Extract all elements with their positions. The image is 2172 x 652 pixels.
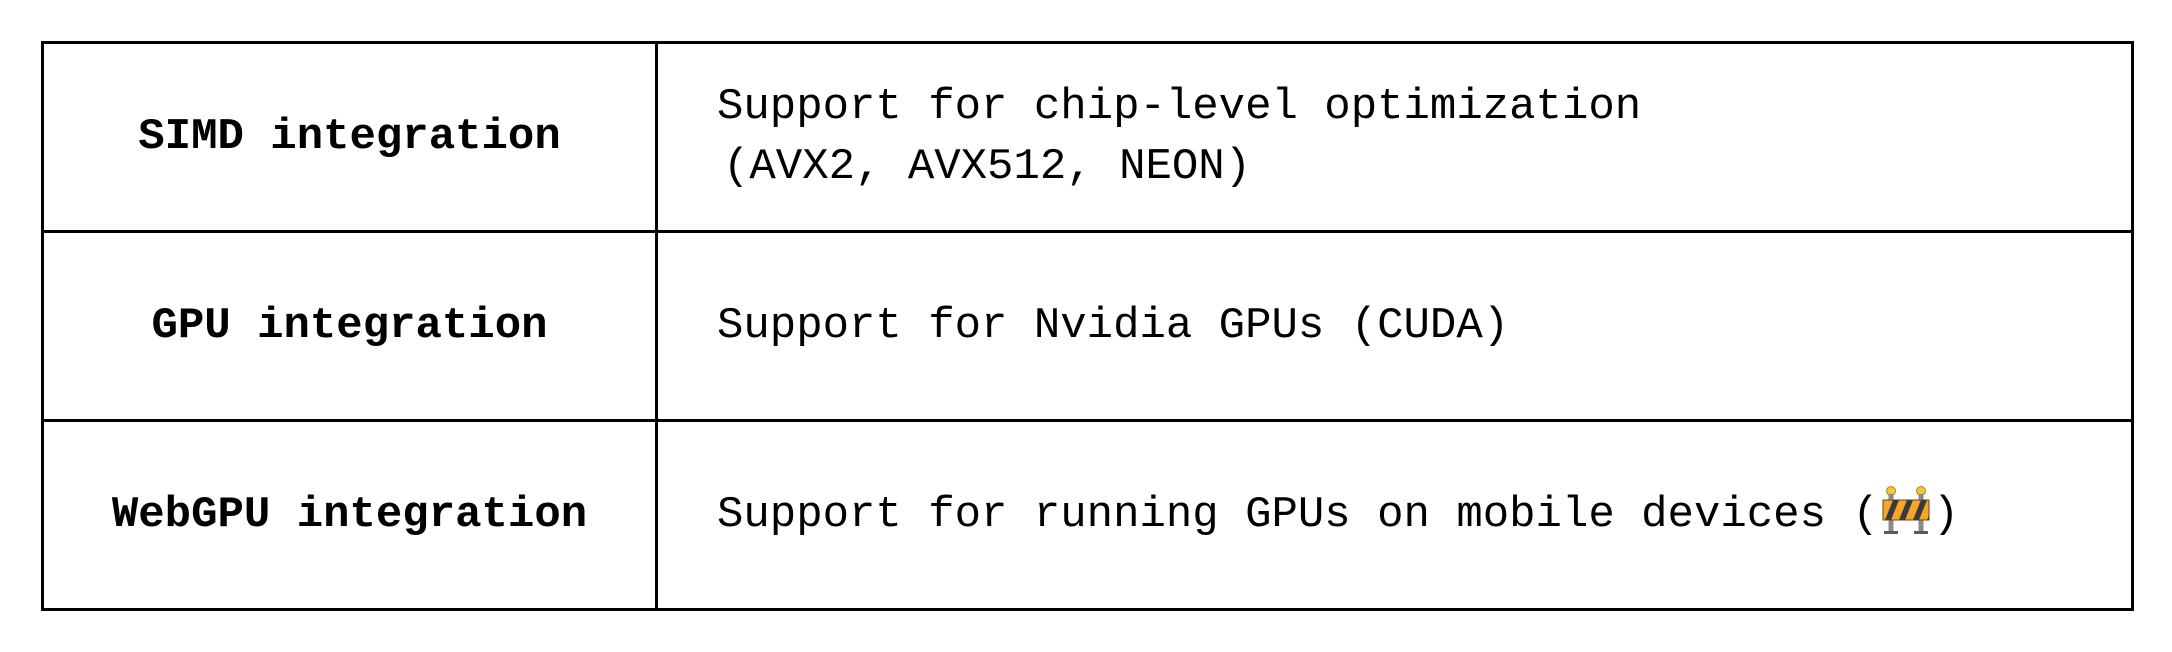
construction-barrier-icon [1881,485,1931,535]
feature-description-simd: Support for chip-level optimization (AVX2… [655,41,2134,233]
feature-description-gpu: Support for Nvidia GPUs (CUDA) [655,230,2134,422]
feature-name-webgpu: WebGPU integration [41,419,658,611]
feature-name-gpu: GPU integration [41,230,658,422]
feature-description-webgpu: Support for running GPUs on mobile devic… [655,419,2134,611]
description-line: (AVX2, AVX512, NEON) [723,142,1252,192]
table-row: WebGPU integration Support for running G… [41,419,2134,611]
table-row: SIMD integration Support for chip-level … [41,41,2134,233]
table-row: GPU integration Support for Nvidia GPUs … [41,230,2134,422]
description-text: Support for running GPUs on mobile devic… [717,490,1879,540]
feature-table: SIMD integration Support for chip-level … [41,41,2134,611]
description-text: ) [1932,490,1960,540]
feature-name-simd: SIMD integration [41,41,658,233]
description-line: Support for chip-level optimization [717,82,1642,132]
